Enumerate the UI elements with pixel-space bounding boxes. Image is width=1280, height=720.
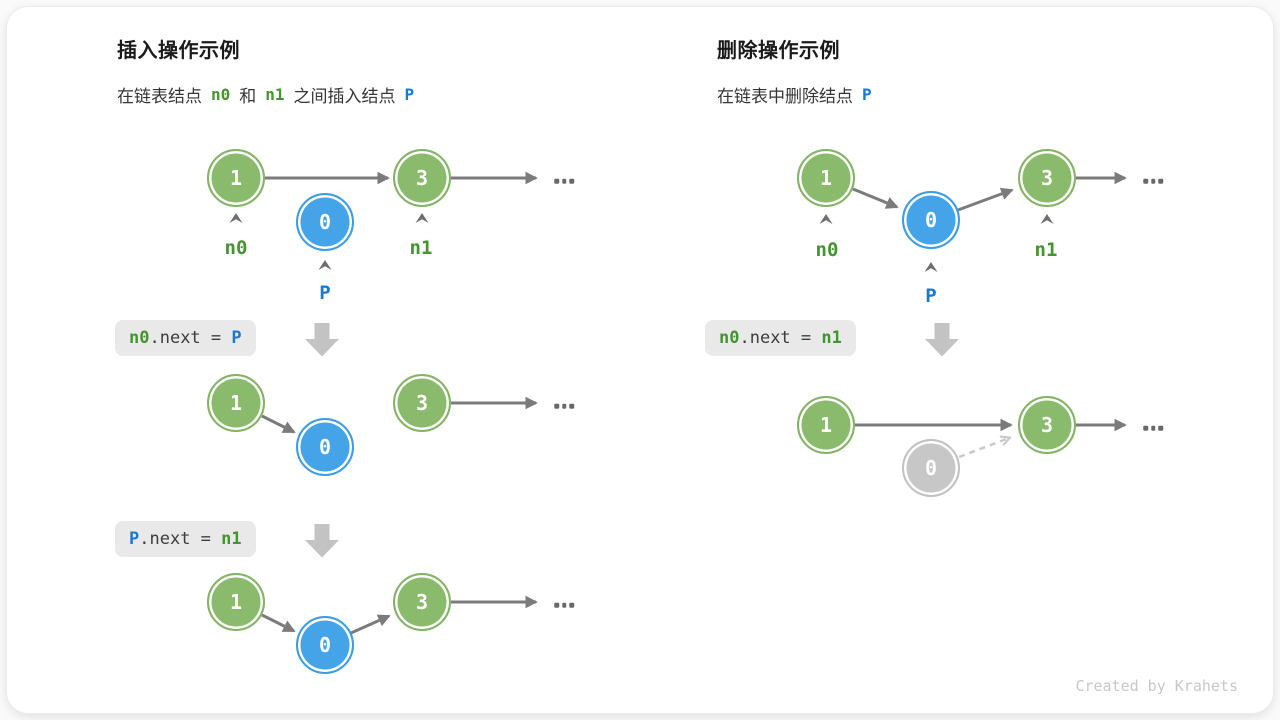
arrow-removed-node-to-node3-dashed xyxy=(958,438,1009,459)
pointer-label-p: P xyxy=(925,285,937,307)
caret-up-icon xyxy=(1040,214,1054,224)
list-node: 3 xyxy=(393,573,451,631)
code-rhs: n1 xyxy=(221,529,242,549)
list-node: 1 xyxy=(797,396,855,454)
ellipsis-dots xyxy=(1143,178,1163,184)
pointer-label-n1: n1 xyxy=(409,237,433,259)
insert-subtitle: 在链表结点 n0 和 n1 之间插入结点 P xyxy=(117,82,414,107)
pointer-label-n0: n0 xyxy=(815,239,839,261)
list-node: 3 xyxy=(393,149,451,207)
caret-up-icon xyxy=(318,260,332,270)
var-p: P xyxy=(862,85,872,104)
caret-up-icon xyxy=(924,262,938,272)
ellipsis-dots xyxy=(554,602,574,608)
insert-title: 插入操作示例 xyxy=(117,40,240,62)
var-p: P xyxy=(404,85,415,104)
subtitle-text: 在链表结点 xyxy=(117,87,202,106)
code-chip-delete-step1: n0.next = n1 xyxy=(705,320,856,356)
code-rhs: P xyxy=(231,328,242,348)
delete-subtitle: 在链表中删除结点 P xyxy=(717,82,872,107)
list-node: 3 xyxy=(1018,149,1076,207)
code-chip-insert-step1: n0.next = P xyxy=(115,320,256,356)
list-node-target: 0 xyxy=(902,191,960,249)
subtitle-text: 在链表中删除结点 xyxy=(717,87,853,106)
arrow-node1-to-nodeP xyxy=(261,414,296,434)
list-node-inserted: 0 xyxy=(296,616,354,674)
code-mid: .next = xyxy=(139,529,222,549)
credit-text: Created by Krahets xyxy=(1075,677,1238,695)
delete-title: 删除操作示例 xyxy=(717,40,840,62)
list-node: 3 xyxy=(1018,396,1076,454)
code-lhs: n0 xyxy=(719,328,740,348)
code-lhs: n0 xyxy=(129,328,150,348)
code-mid: .next = xyxy=(149,328,232,348)
var-n1: n1 xyxy=(265,85,285,104)
arrow-node1-to-nodeP xyxy=(261,613,296,633)
ellipsis-dots xyxy=(554,178,574,184)
list-node-removed: 0 xyxy=(902,439,960,497)
code-mid: .next = xyxy=(739,328,822,348)
arrow-node1-to-nodeP xyxy=(852,187,899,209)
down-arrow-icon xyxy=(304,524,340,558)
ellipsis-dots xyxy=(554,403,574,409)
subtitle-text: 和 xyxy=(239,87,257,106)
pointer-label-n1: n1 xyxy=(1034,239,1058,261)
list-node: 3 xyxy=(393,374,451,432)
list-node: 1 xyxy=(207,149,265,207)
caret-up-icon xyxy=(415,213,429,223)
arrow-nodeP-to-node3 xyxy=(350,614,391,635)
caret-up-icon xyxy=(819,214,833,224)
ellipsis-dots xyxy=(1143,425,1163,431)
arrow-nodeP-to-node3 xyxy=(957,187,1014,212)
subtitle-text: 之间插入结点 xyxy=(293,87,396,106)
pointer-label-p: P xyxy=(319,282,331,304)
caret-up-icon xyxy=(229,213,243,223)
list-node: 1 xyxy=(207,573,265,631)
list-node-inserted: 0 xyxy=(296,418,354,476)
code-chip-insert-step2: P.next = n1 xyxy=(115,521,256,557)
pointer-label-n0: n0 xyxy=(224,237,248,259)
down-arrow-icon xyxy=(924,323,960,357)
list-node: 1 xyxy=(207,374,265,432)
var-n0: n0 xyxy=(211,85,231,104)
list-node: 1 xyxy=(797,149,855,207)
down-arrow-icon xyxy=(304,323,340,357)
list-node-inserted: 0 xyxy=(296,193,354,251)
code-lhs: P xyxy=(129,529,140,549)
code-rhs: n1 xyxy=(821,328,842,348)
